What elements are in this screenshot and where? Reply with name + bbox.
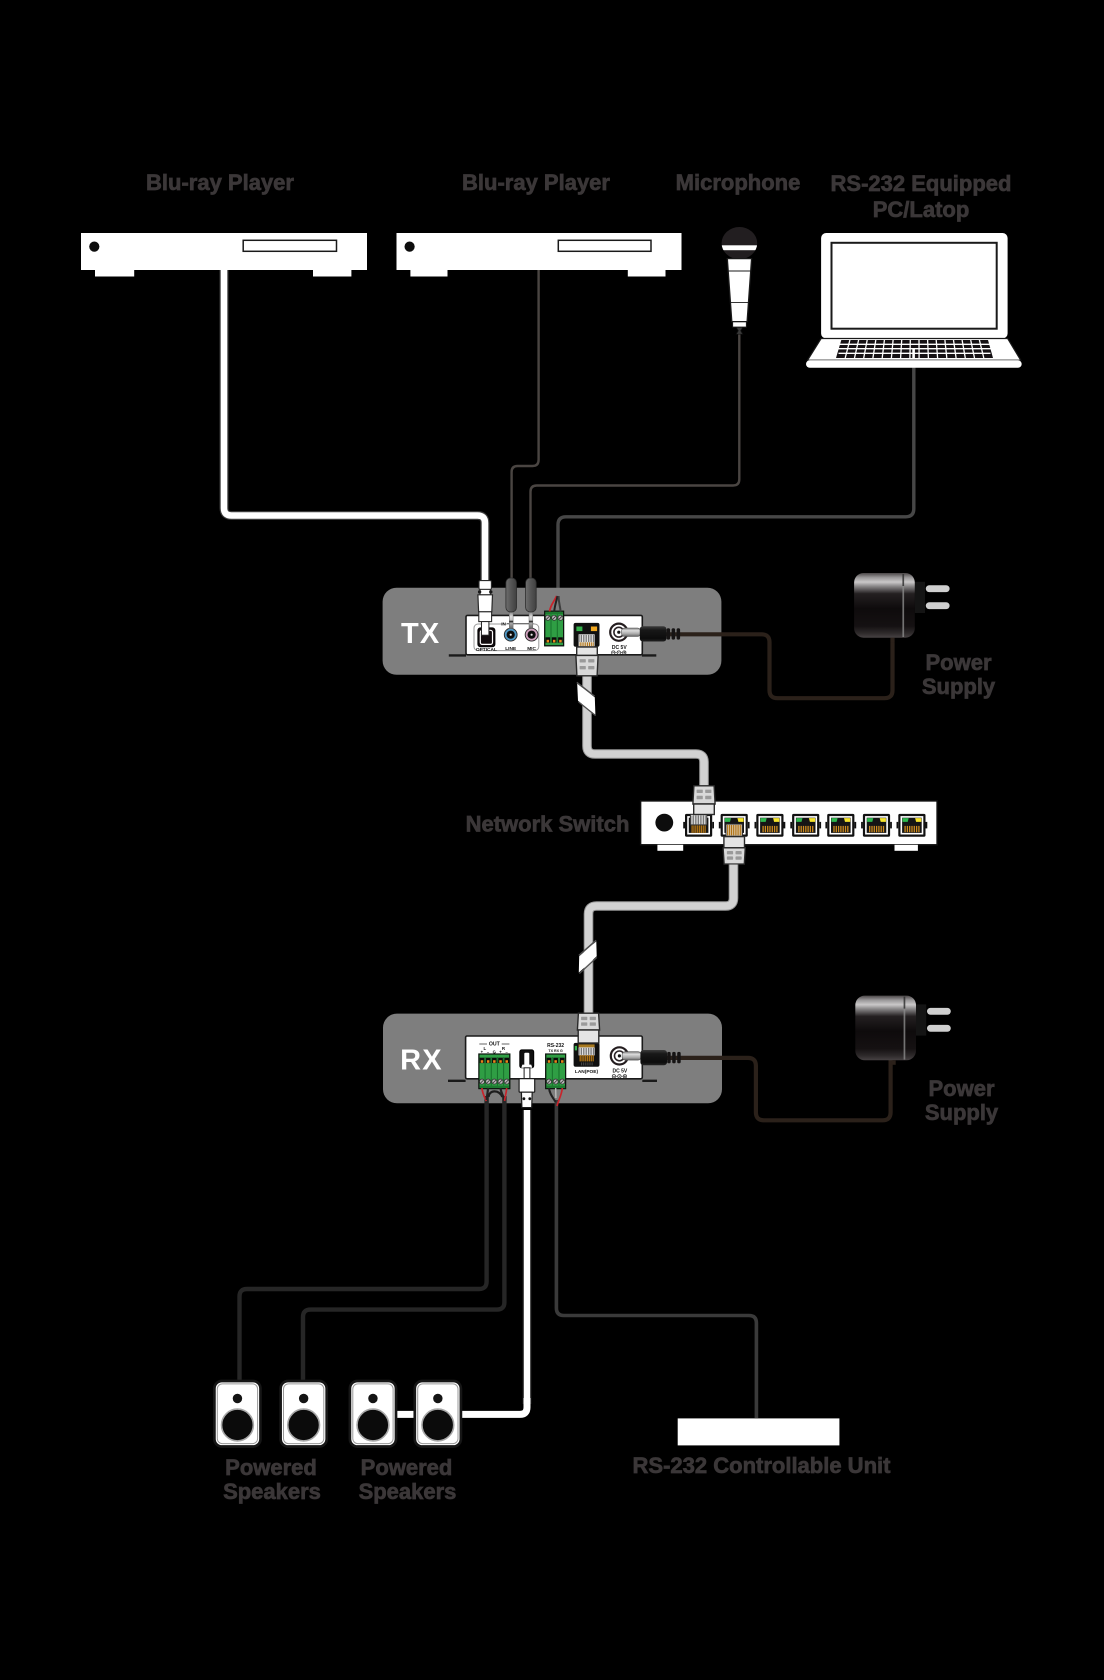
svg-text:+: + — [499, 1050, 502, 1055]
svg-text:G: G — [493, 1050, 496, 1055]
svg-text:RS-232: RS-232 — [547, 1043, 564, 1049]
svg-text:Supply: Supply — [925, 1100, 999, 1125]
svg-text:DC 5V: DC 5V — [613, 1069, 628, 1075]
svg-text:Microphone: Microphone — [676, 170, 801, 195]
svg-text:RS-232 Equipped: RS-232 Equipped — [831, 171, 1012, 196]
svg-text:TX: TX — [401, 618, 440, 650]
svg-text:R: R — [502, 1046, 506, 1051]
svg-text:Power: Power — [925, 650, 991, 675]
svg-text:Speakers: Speakers — [359, 1479, 457, 1504]
svg-text:Powered: Powered — [361, 1455, 453, 1480]
svg-text:TX RX G: TX RX G — [548, 1049, 563, 1053]
svg-text:PC/Latop: PC/Latop — [873, 197, 970, 222]
svg-text:L: L — [484, 1046, 487, 1051]
svg-text:−: − — [487, 1050, 490, 1055]
svg-text:DC 5V: DC 5V — [612, 645, 627, 651]
svg-text:+: + — [481, 1050, 484, 1055]
svg-text:Blu-ray Player: Blu-ray Player — [462, 170, 610, 195]
svg-text:OUT: OUT — [489, 1042, 501, 1048]
svg-text:RS-232 Controllable Unit: RS-232 Controllable Unit — [633, 1453, 892, 1478]
svg-text:Blu-ray Player: Blu-ray Player — [146, 170, 294, 195]
svg-text:Network Switch: Network Switch — [466, 812, 630, 837]
svg-text:Power: Power — [928, 1076, 994, 1101]
svg-text:MIC: MIC — [527, 646, 536, 652]
svg-text:Supply: Supply — [922, 674, 996, 699]
svg-text:Powered: Powered — [225, 1455, 317, 1480]
svg-text:IN: IN — [501, 621, 506, 626]
svg-text:OPTICAL: OPTICAL — [476, 647, 497, 653]
svg-text:LAN(POE): LAN(POE) — [575, 1069, 599, 1075]
svg-text:Speakers: Speakers — [223, 1479, 321, 1504]
svg-text:RX: RX — [400, 1044, 443, 1076]
svg-text:LINE: LINE — [505, 646, 517, 652]
svg-text:−: − — [505, 1050, 508, 1055]
